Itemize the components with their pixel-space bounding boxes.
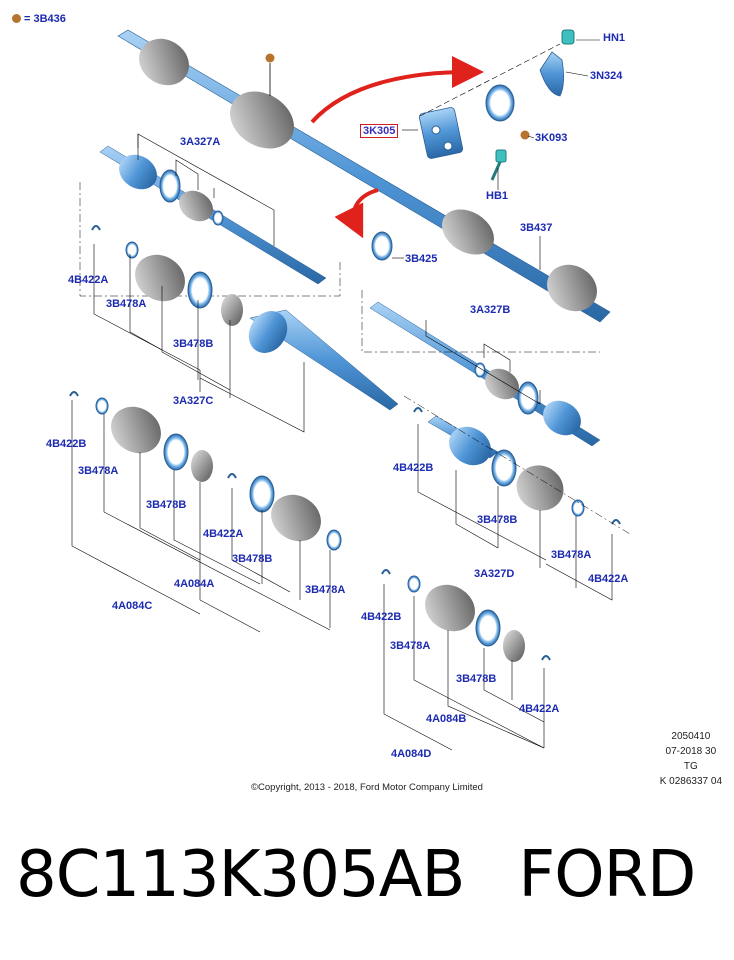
- part-caption: 8C113K305AB FORD: [16, 838, 734, 912]
- legend: = 3B436: [12, 13, 66, 25]
- meta-line-2: 07-2018 30: [665, 746, 717, 757]
- marker-dot-icon: [12, 14, 21, 23]
- meta-line-4: K 0286337 04: [659, 776, 722, 787]
- label-3k093: 3K093: [535, 132, 568, 144]
- meta-line-3: TG: [683, 761, 698, 772]
- label-4b422a: 4B422A: [519, 703, 560, 715]
- right-outboard-assembly: [403, 395, 631, 535]
- drawing-metadata: 2050410 07-2018 30 TG K 0286337 04: [660, 729, 722, 789]
- label-4b422a: 4B422A: [203, 528, 244, 540]
- label-4b422a: 4B422A: [68, 274, 109, 286]
- part-number: 8C113K305AB: [16, 838, 465, 912]
- leader-lines: [71, 39, 613, 751]
- label-4a084c: 4A084C: [112, 600, 153, 612]
- meta-line-1: 2050410: [671, 731, 711, 742]
- main-shaft-assembly: [117, 29, 611, 323]
- label-hb1: HB1: [486, 190, 509, 202]
- label-hn1: HN1: [603, 32, 626, 44]
- left-inboard-assembly: [79, 145, 399, 411]
- label-3a327c: 3A327C: [173, 395, 214, 407]
- label-3b425: 3B425: [405, 253, 438, 265]
- copyright-notice: ©Copyright, 2013 - 2018, Ford Motor Comp…: [251, 782, 483, 793]
- label-3a327a: 3A327A: [180, 136, 221, 148]
- label-3b478b: 3B478B: [477, 514, 518, 526]
- label-4b422b: 4B422B: [393, 462, 434, 474]
- label-3b478a: 3B478A: [106, 298, 147, 310]
- label-3b478b: 3B478B: [146, 499, 187, 511]
- label-3b478b: 3B478B: [456, 673, 497, 685]
- label-3a327d: 3A327D: [474, 568, 515, 580]
- label-4b422b: 4B422B: [46, 438, 87, 450]
- exploded-view-arrow: [310, 56, 484, 124]
- label-4b422b: 4B422B: [361, 611, 402, 623]
- label-3a327b: 3A327B: [470, 304, 511, 316]
- label-3b437: 3B437: [520, 222, 553, 234]
- label-3b478a: 3B478A: [551, 549, 592, 561]
- label-3b478a: 3B478A: [305, 584, 346, 596]
- left-outboard-assembly: [69, 391, 342, 551]
- label-3n324: 3N324: [590, 70, 623, 82]
- label-3b478a: 3B478A: [390, 640, 431, 652]
- seal-arrow: [334, 188, 379, 239]
- label-3k305-highlighted: 3K305: [360, 124, 399, 138]
- legend-text: = 3B436: [24, 13, 66, 25]
- label-4a084d: 4A084D: [391, 748, 432, 760]
- label-4b422a: 4B422A: [588, 573, 629, 585]
- lower-outboard-assembly: [381, 569, 551, 662]
- bearing-bracket-group: [418, 29, 575, 181]
- seal-ring: [371, 231, 393, 261]
- label-4a084b: 4A084B: [426, 713, 467, 725]
- label-3b478b: 3B478B: [232, 553, 273, 565]
- label-3b478b: 3B478B: [173, 338, 214, 350]
- label-3b478a: 3B478A: [78, 465, 119, 477]
- brand-name: FORD: [518, 838, 696, 912]
- label-4a084a: 4A084A: [174, 578, 215, 590]
